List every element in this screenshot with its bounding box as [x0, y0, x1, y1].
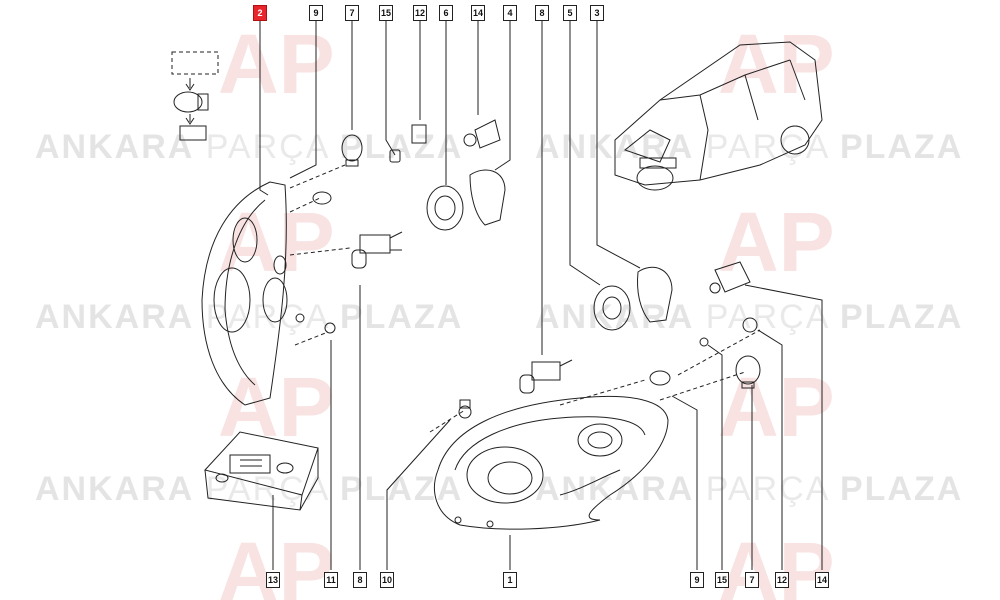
- callout-15: 15: [379, 5, 393, 21]
- lamp-caps-right: [593, 261, 758, 347]
- bulbs-center-right: [458, 355, 761, 419]
- callout-2: 2: [253, 5, 267, 21]
- watermark-word: ANKARA: [535, 128, 695, 166]
- watermark-text: ANKARA PARÇA PLAZA: [35, 128, 463, 167]
- watermark-word: ANKARA: [35, 128, 195, 166]
- callout-4: 4: [503, 5, 517, 21]
- callout-3: 3: [590, 5, 604, 21]
- watermark-logo: AP: [718, 525, 835, 600]
- callout-5: 5: [563, 5, 577, 21]
- watermark-logo: AP: [718, 360, 835, 454]
- watermark-word: PLAZA: [839, 298, 964, 336]
- watermark-text: ANKARA PARÇA PLAZA: [35, 470, 463, 509]
- watermark-logo: AP: [218, 195, 335, 289]
- h4-bulb-center: [519, 359, 573, 394]
- callout-8: 8: [353, 572, 367, 588]
- callout-14: 14: [815, 572, 829, 588]
- car-thumbnail: [614, 41, 823, 191]
- callout-8: 8: [535, 5, 549, 21]
- watermark-word: PARÇA: [705, 470, 829, 508]
- watermark-word: PLAZA: [339, 128, 464, 166]
- callout-7: 7: [345, 5, 359, 21]
- watermark-word: PLAZA: [839, 128, 964, 166]
- h4-bulb-left: [351, 231, 403, 269]
- watermark-word: PARÇA: [205, 470, 329, 508]
- watermark-text: ANKARA PARÇA PLAZA: [535, 470, 963, 509]
- watermark-text: ANKARA PARÇA PLAZA: [535, 128, 963, 167]
- bulb-parts-left: [312, 124, 427, 334]
- bulb-kit-box: [204, 431, 319, 511]
- watermark-logo: AP: [218, 17, 335, 111]
- headlamp-side-view: [201, 181, 305, 406]
- watermark-word: ANKARA: [35, 470, 195, 508]
- callout-1: 1: [503, 572, 517, 588]
- callout-11: 11: [324, 572, 338, 588]
- watermark-word: PARÇA: [705, 128, 829, 166]
- watermark-word: ANKARA: [535, 470, 695, 508]
- callout-9: 9: [690, 572, 704, 588]
- callout-6: 6: [439, 5, 453, 21]
- callout-9: 9: [309, 5, 323, 21]
- callout-13: 13: [266, 572, 280, 588]
- callout-12: 12: [775, 572, 789, 588]
- lamp-caps-top: [426, 119, 506, 231]
- watermark-word: PARÇA: [705, 298, 829, 336]
- callout-12: 12: [413, 5, 427, 21]
- bulb-exploded-top-left: [173, 78, 209, 141]
- watermark-logo: AP: [718, 195, 835, 289]
- assembly-lines: [171, 51, 761, 433]
- callout-15: 15: [715, 572, 729, 588]
- headlamp-front-view: [434, 395, 669, 530]
- callout-10: 10: [380, 572, 394, 588]
- callout-7: 7: [745, 572, 759, 588]
- leader-lines-bottom: [272, 284, 823, 570]
- watermark-word: PLAZA: [839, 470, 964, 508]
- watermark-word: PARÇA: [205, 128, 329, 166]
- watermark-logo: AP: [218, 525, 335, 600]
- leader-lines-top: [259, 20, 641, 355]
- watermark-word: ANKARA: [35, 298, 195, 336]
- callout-14: 14: [471, 5, 485, 21]
